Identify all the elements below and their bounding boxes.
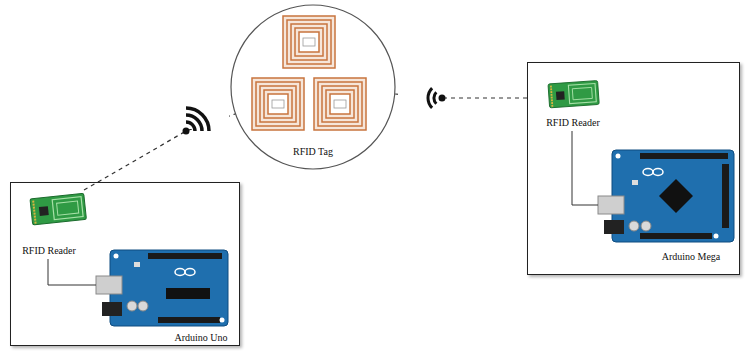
node-label: Arduino Uno [174,332,227,344]
node-label: RFID Tag [293,146,333,158]
device-group-box: RFID ReaderArduino Uno [10,182,240,346]
node-label: RFID Reader [546,117,600,129]
rfid-reader-module [548,81,599,108]
rfid-tag-icons [252,16,366,130]
wireless-symbol [398,80,446,114]
device-group-box: RFID ReaderArduino Mega [527,62,740,275]
arduino-mega-board [598,150,734,242]
rfid-reader-module [30,193,86,225]
circle-outline [230,4,396,170]
wireless-symbol [183,100,230,135]
wire [48,259,96,285]
arduino-uno-board [96,250,228,326]
circle-outline [231,5,395,169]
signal-dash [84,182,98,190]
wire [572,131,598,205]
tag-circle: RFID Tag [230,4,396,170]
node-label: RFID Reader [22,245,76,257]
node-label: Arduino Mega [662,251,721,263]
